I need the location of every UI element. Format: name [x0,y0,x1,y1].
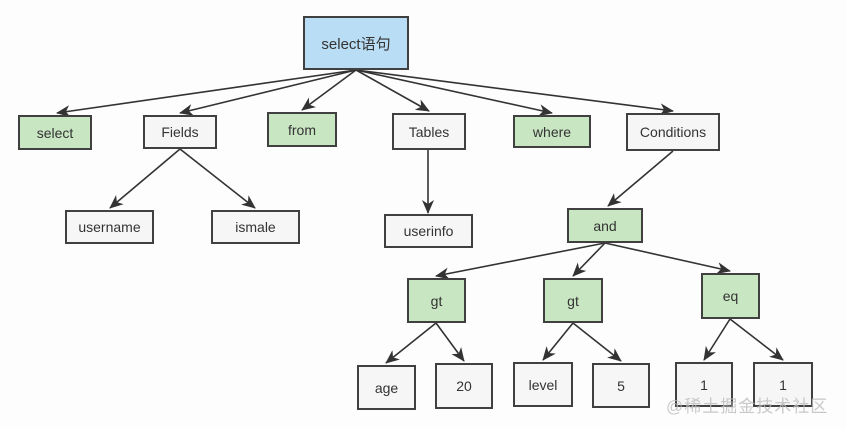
edge-fields-ismale [179,148,256,209]
edge-fields-username [109,148,181,209]
edge-and-gt1 [435,242,606,280]
edge-and-eq [604,242,731,275]
node-level: level [513,362,573,407]
node-tables: Tables [392,113,466,150]
edge-gt1-age [385,322,437,364]
edge-and-gt2 [572,242,606,277]
node-and: and [567,208,643,243]
edge-root-fields [179,69,357,116]
node-1-left: 1 [675,362,733,407]
edge-root-select [56,69,357,118]
node-userinfo: userinfo [384,214,473,248]
edge-root-conditions [355,69,674,116]
node-keyword-from: from [267,112,337,147]
edge-root-where [355,69,553,117]
node-gt-1: gt [407,278,466,323]
node-20: 20 [435,363,493,409]
node-5: 5 [592,363,650,408]
edge-root-from [301,69,357,111]
node-age: age [357,365,416,410]
node-1-right: 1 [753,362,813,407]
node-keyword-select: select [18,115,92,150]
node-eq: eq [701,273,760,319]
edge-conditions-and [607,150,674,207]
node-username: username [65,210,154,244]
node-gt-2: gt [543,278,603,323]
edge-gt2-level [542,322,574,361]
edge-root-tables [355,69,430,112]
edge-eq-1-right [729,318,784,361]
node-conditions: Conditions [626,113,720,151]
node-root-select-statement: select语句 [303,16,409,70]
edge-gt1-20 [435,322,465,362]
node-keyword-where: where [513,115,591,148]
edge-gt2-5 [572,322,622,362]
node-ismale: ismale [211,210,300,244]
node-fields: Fields [143,115,217,149]
edge-eq-1-left [703,318,731,361]
